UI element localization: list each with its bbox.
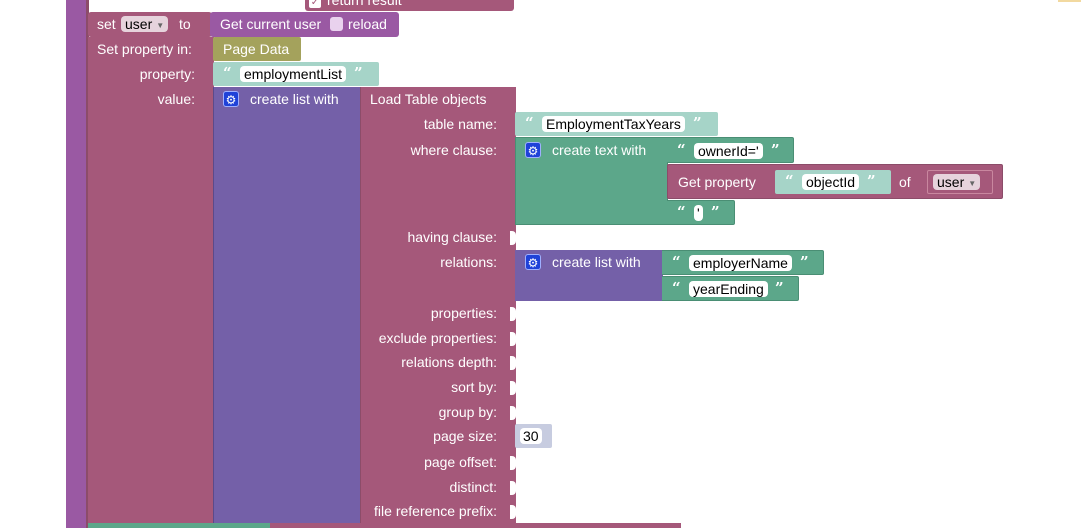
value-label: value: [157, 91, 195, 107]
outer-body-strip [86, 0, 89, 528]
page-size-field[interactable]: 30 [520, 428, 542, 444]
page-offset-label: page offset: [424, 454, 497, 470]
input-socket[interactable] [510, 332, 516, 346]
gear-icon[interactable]: ⚙ [525, 142, 541, 158]
next-block[interactable] [88, 523, 270, 528]
property-name-field[interactable]: objectId [802, 174, 860, 190]
gear-icon[interactable]: ⚙ [223, 91, 239, 107]
close-quote-icon: ” [771, 141, 780, 159]
page-data-block[interactable]: Page Data [213, 37, 301, 61]
get-property-label: Get property [678, 174, 756, 190]
next-block-extension[interactable] [270, 523, 681, 528]
close-quote-icon: ” [354, 64, 363, 82]
chevron-down-icon: ▼ [968, 179, 977, 188]
get-current-user-label: Get current user [220, 16, 322, 32]
property-text-block[interactable]: “ employmentList ” [213, 62, 379, 86]
input-socket[interactable] [510, 505, 516, 519]
set-variable-block[interactable]: set user▼ to [88, 12, 212, 37]
relations-label: relations: [440, 254, 497, 270]
gear-icon[interactable]: ⚙ [525, 254, 541, 270]
set-label: set [97, 16, 116, 32]
return-block[interactable]: ✓ return result [305, 0, 514, 11]
group-by-label: group by: [438, 404, 497, 420]
object-variable-name: user [937, 174, 965, 190]
close-quote-icon: ” [775, 279, 784, 297]
workspace-corner [1058, 0, 1081, 2]
of-label: of [899, 174, 911, 190]
create-list-label: create list with [250, 91, 339, 107]
create-text-label: create text with [552, 142, 647, 158]
load-table-block[interactable] [360, 87, 516, 523]
set-property-label: Set property in: [97, 41, 192, 57]
table-name-field[interactable]: EmploymentTaxYears [542, 116, 685, 132]
exclude-properties-label: exclude properties: [378, 330, 497, 346]
open-quote-icon: “ [672, 279, 681, 297]
input-socket[interactable] [510, 381, 516, 395]
text-part-3-block[interactable]: “ ' ” [667, 200, 735, 225]
chevron-down-icon: ▼ [156, 21, 165, 30]
create-list-block[interactable] [213, 87, 361, 523]
object-variable-dropdown[interactable]: user▼ [933, 174, 981, 190]
open-quote-icon: “ [785, 172, 794, 190]
relation-item-2-block[interactable]: “ yearEnding ” [662, 276, 799, 301]
open-quote-icon: “ [525, 114, 534, 132]
open-quote-icon: “ [677, 141, 686, 159]
variable-dropdown[interactable]: user▼ [121, 16, 169, 32]
relation-item-1-block[interactable]: “ employerName ” [662, 250, 824, 275]
page-data-label: Page Data [223, 41, 290, 57]
file-reference-prefix-label: file reference prefix: [374, 503, 497, 519]
having-clause-label: having clause: [407, 229, 497, 245]
table-name-text-block[interactable]: “ EmploymentTaxYears ” [515, 112, 718, 136]
input-socket[interactable] [510, 406, 516, 420]
input-socket[interactable] [510, 307, 516, 321]
input-socket[interactable] [510, 231, 516, 245]
open-quote-icon: “ [677, 203, 686, 221]
reload-checkbox[interactable] [330, 17, 343, 31]
relation-item-1-field[interactable]: employerName [689, 255, 792, 271]
property-label: property: [139, 66, 195, 82]
to-label: to [179, 16, 191, 32]
open-quote-icon: “ [672, 253, 681, 271]
close-quote-icon: ” [711, 203, 720, 221]
sort-by-label: sort by: [451, 379, 497, 395]
relations-list-label: create list with [552, 254, 641, 270]
open-quote-icon: “ [223, 64, 232, 82]
text-part-1-block[interactable]: “ ownerId=' ” [667, 137, 794, 163]
properties-label: properties: [430, 305, 497, 321]
text-part-3-field[interactable]: ' [694, 205, 703, 221]
get-property-block[interactable]: Get property “ objectId ” of user▼ [667, 164, 1003, 199]
page-size-label: page size: [433, 428, 497, 444]
close-quote-icon: ” [693, 114, 702, 132]
close-quote-icon: ” [867, 172, 876, 190]
table-name-label: table name: [423, 116, 497, 132]
relation-item-2-field[interactable]: yearEnding [689, 281, 768, 297]
checkbox-icon: ✓ [309, 0, 321, 8]
property-name-text-block[interactable]: “ objectId ” [775, 170, 891, 194]
distinct-label: distinct: [449, 479, 497, 495]
input-socket[interactable] [510, 481, 516, 495]
text-part-1-field[interactable]: ownerId=' [694, 143, 763, 159]
input-socket[interactable] [510, 356, 516, 370]
input-socket[interactable] [510, 456, 516, 470]
where-clause-label: where clause: [410, 142, 497, 158]
page-size-number-block[interactable]: 30 [515, 424, 552, 448]
set-property-block[interactable] [88, 37, 214, 523]
close-quote-icon: ” [800, 253, 809, 271]
return-label: return result [327, 0, 402, 8]
variable-getter-block[interactable]: user▼ [927, 170, 993, 194]
variable-name: user [125, 16, 153, 32]
outer-function-block[interactable] [66, 0, 88, 528]
relations-depth-label: relations depth: [401, 354, 497, 370]
get-current-user-block[interactable]: Get current user reload [210, 12, 399, 37]
property-value-field[interactable]: employmentList [240, 66, 347, 82]
load-table-title: Load Table objects [370, 91, 487, 107]
reload-label: reload [348, 16, 387, 32]
